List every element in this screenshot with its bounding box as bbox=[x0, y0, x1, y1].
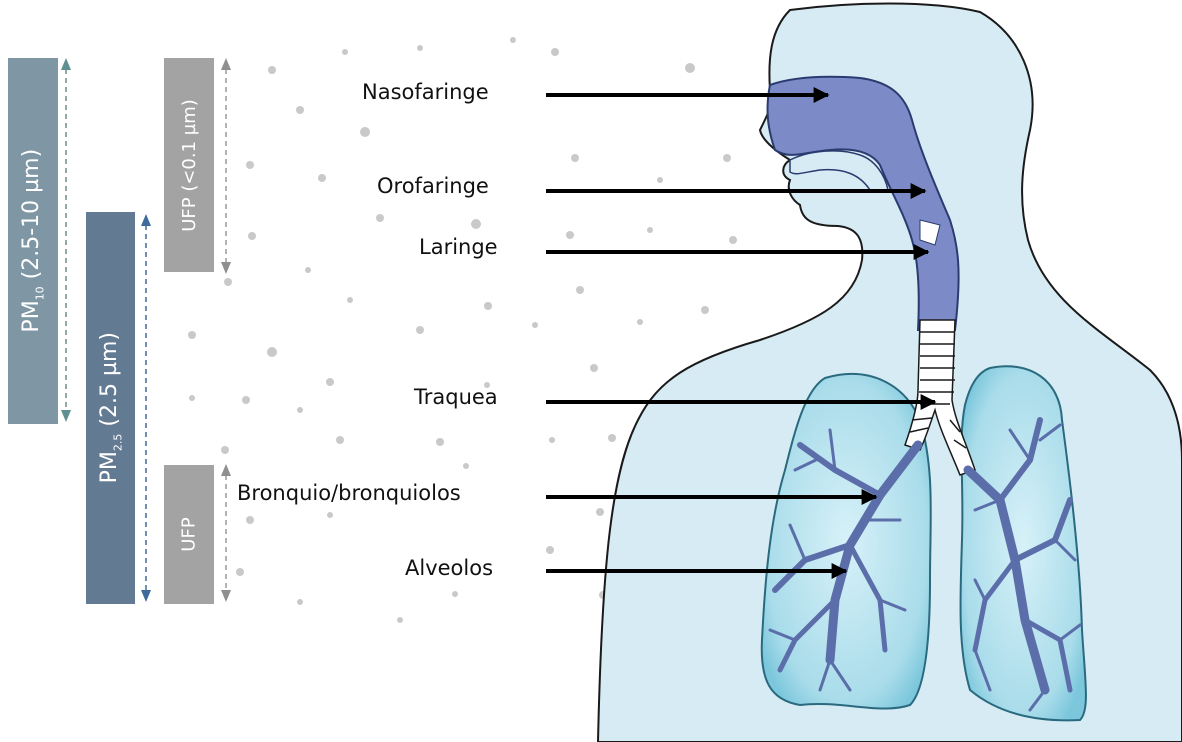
pm25-bar: PM2.5 (2.5 µm) bbox=[86, 212, 135, 604]
ufp-fine-label: UFP (<0.1 µm) bbox=[179, 99, 200, 232]
ufp-label: UFP bbox=[178, 517, 199, 551]
pm10-label: PM10 (2.5-10 µm) bbox=[19, 149, 46, 333]
label-orofaringe: Orofaringe bbox=[377, 174, 489, 198]
label-nasofaringe: Nasofaringe bbox=[362, 80, 489, 104]
pm25-label: PM2.5 (2.5 µm) bbox=[97, 332, 124, 483]
ufp-fine-bar: UFP (<0.1 µm) bbox=[164, 58, 214, 272]
label-alveolos: Alveolos bbox=[405, 556, 493, 580]
label-laringe: Laringe bbox=[419, 235, 498, 259]
label-traquea: Traquea bbox=[414, 385, 498, 409]
label-bronquios: Bronquio/bronquiolos bbox=[237, 481, 461, 505]
ufp-bar: UFP bbox=[164, 465, 214, 604]
pm10-bar: PM10 (2.5-10 µm) bbox=[8, 58, 58, 424]
